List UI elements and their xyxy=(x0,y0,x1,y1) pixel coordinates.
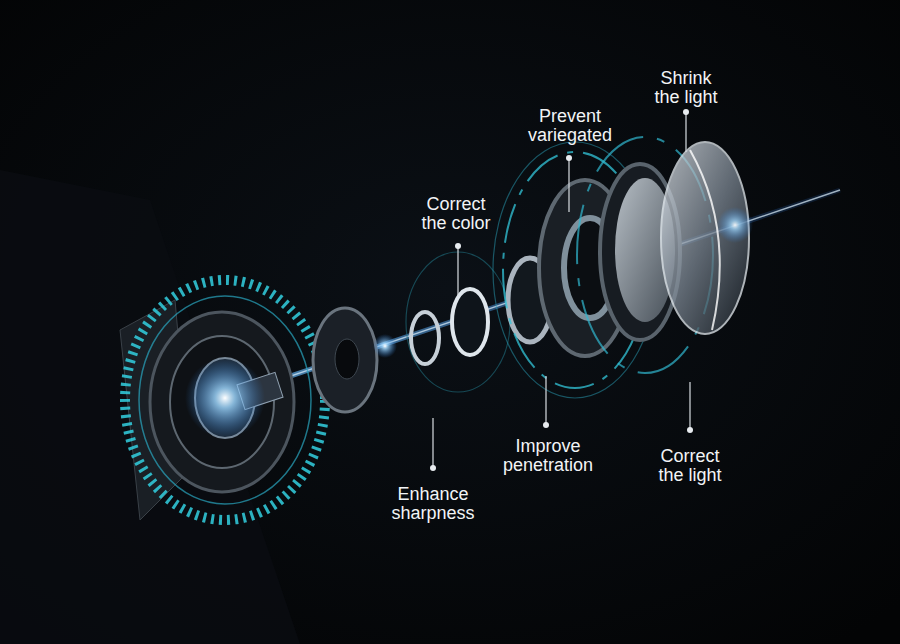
callout-label: Improve penetration xyxy=(498,437,598,475)
callout-label: Shrink the light xyxy=(649,69,723,107)
camera-module xyxy=(120,280,325,520)
callout-label: Correct the light xyxy=(651,447,729,485)
leader-lines xyxy=(430,109,693,471)
lens-stack xyxy=(313,137,753,412)
callout-label: Correct the color xyxy=(417,195,495,233)
callout-label: Prevent variegated xyxy=(524,107,616,145)
shadow-panel xyxy=(0,170,300,644)
callout-label: Enhance sharpness xyxy=(387,485,479,523)
